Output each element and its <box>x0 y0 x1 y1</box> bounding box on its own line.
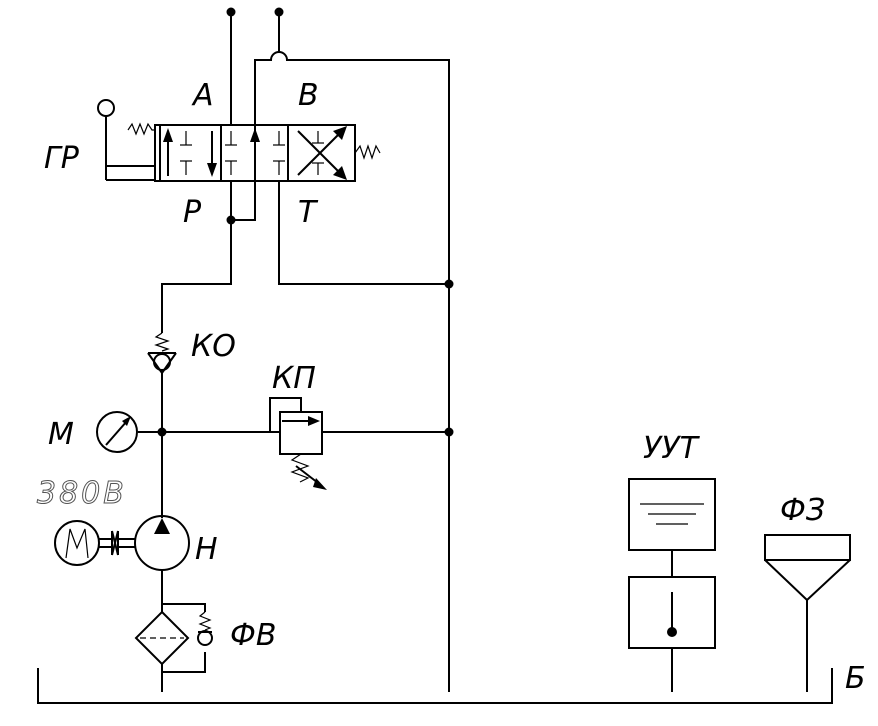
directional-valve <box>127 122 381 182</box>
label-uut: УУТ <box>643 431 701 466</box>
suction-filter <box>134 603 213 673</box>
label-port-t: T <box>298 195 319 230</box>
tank <box>37 668 833 704</box>
pump <box>134 515 190 571</box>
filler-funnel <box>764 534 851 692</box>
manual-lever <box>97 99 155 181</box>
pipe-lines <box>138 12 450 692</box>
label-n: Н <box>195 532 218 567</box>
junction-dots <box>157 7 454 437</box>
label-kp: КП <box>272 361 316 396</box>
label-fz: ФЗ <box>780 493 825 528</box>
level-gauge <box>628 478 716 692</box>
electric-motor <box>54 520 136 566</box>
check-valve <box>147 332 177 375</box>
label-m: М <box>48 417 74 452</box>
pressure-gauge <box>96 411 138 453</box>
label-fv: ФВ <box>230 618 276 653</box>
label-voltage: 380В <box>37 476 127 511</box>
relief-valve <box>269 397 327 490</box>
label-port-b: B <box>298 78 319 113</box>
label-ko: КО <box>191 329 236 364</box>
label-tank: Б <box>845 661 866 696</box>
label-port-p: P <box>183 195 202 230</box>
label-port-a: A <box>191 78 214 113</box>
label-gr: ГР <box>44 141 80 176</box>
